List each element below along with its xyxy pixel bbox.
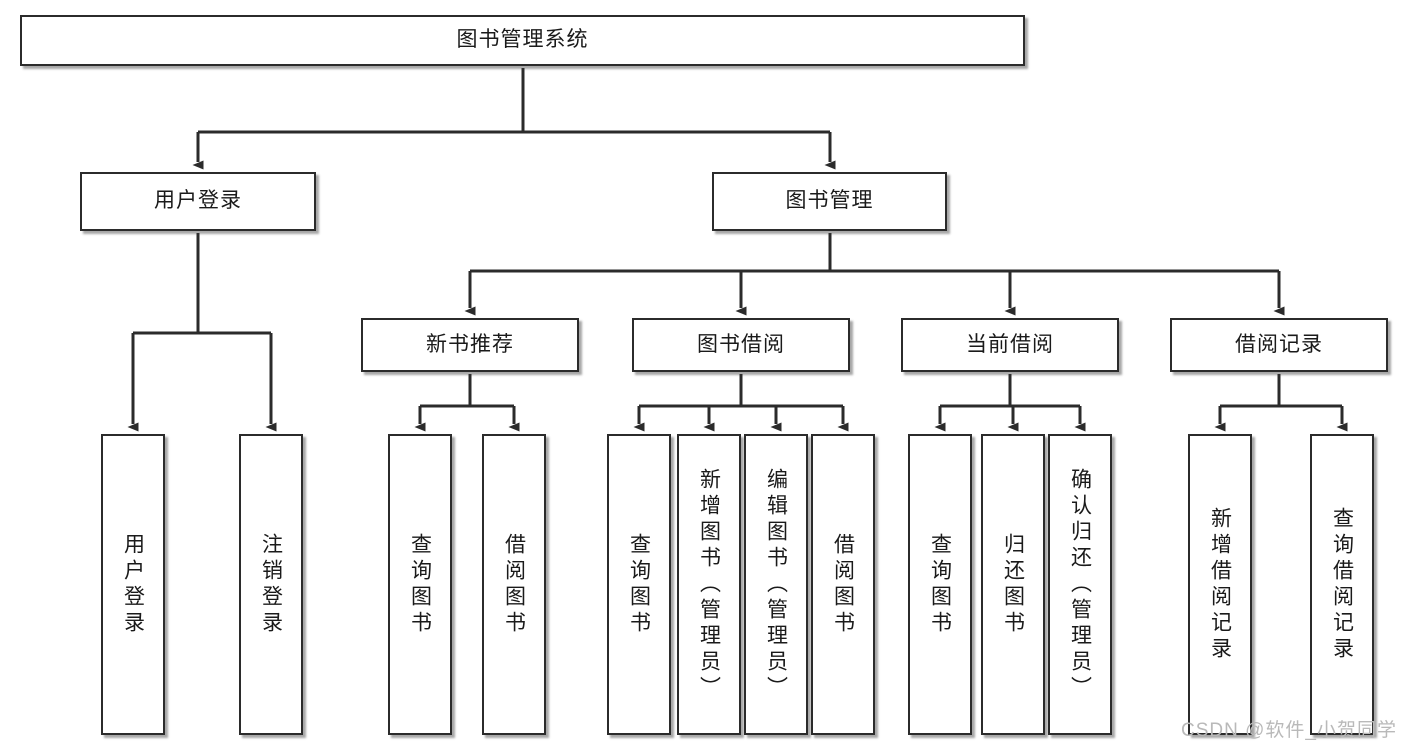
node-leaf-add-book-label: 新增图书（管理员）: [697, 467, 721, 702]
node-leaf-edit-book[interactable]: 编辑图书（管理员）: [744, 434, 808, 735]
node-book-borrow[interactable]: 图书借阅: [632, 318, 850, 372]
node-leaf-query-book-1[interactable]: 查询图书: [388, 434, 452, 735]
node-leaf-query-record-label: 查询借阅记录: [1330, 506, 1354, 663]
node-current-borrow-label: 当前借阅: [966, 332, 1054, 356]
node-root-label: 图书管理系统: [456, 28, 589, 52]
node-leaf-query-book-2[interactable]: 查询图书: [607, 434, 671, 735]
node-user-login[interactable]: 用户登录: [80, 172, 316, 231]
node-leaf-query-book-1-label: 查询图书: [408, 532, 432, 637]
node-leaf-user-login-label: 用户登录: [121, 532, 145, 637]
node-leaf-return-book-label: 归还图书: [1001, 532, 1025, 637]
node-root[interactable]: 图书管理系统: [20, 15, 1025, 66]
node-leaf-user-login[interactable]: 用户登录: [101, 434, 165, 735]
node-leaf-borrow-book-1[interactable]: 借阅图书: [482, 434, 546, 735]
node-current-borrow[interactable]: 当前借阅: [901, 318, 1119, 372]
node-book-borrow-label: 图书借阅: [697, 332, 785, 356]
node-leaf-return-book[interactable]: 归还图书: [981, 434, 1045, 735]
node-leaf-user-logout-label: 注销登录: [259, 532, 283, 637]
node-user-login-label: 用户登录: [154, 189, 242, 213]
node-leaf-add-record-label: 新增借阅记录: [1208, 506, 1232, 663]
node-leaf-add-record[interactable]: 新增借阅记录: [1188, 434, 1252, 735]
node-leaf-borrow-book-2[interactable]: 借阅图书: [811, 434, 875, 735]
node-borrow-record[interactable]: 借阅记录: [1170, 318, 1388, 372]
watermark: CSDN @软件_小贺同学: [1181, 720, 1397, 741]
node-book-manage[interactable]: 图书管理: [712, 172, 947, 231]
node-leaf-query-book-3[interactable]: 查询图书: [908, 434, 972, 735]
node-borrow-record-label: 借阅记录: [1235, 332, 1323, 356]
node-leaf-edit-book-label: 编辑图书（管理员）: [764, 467, 788, 702]
node-leaf-query-book-2-label: 查询图书: [627, 532, 651, 637]
node-leaf-confirm-return[interactable]: 确认归还（管理员）: [1048, 434, 1112, 735]
node-book-manage-label: 图书管理: [785, 189, 874, 213]
node-leaf-query-record[interactable]: 查询借阅记录: [1310, 434, 1374, 735]
node-leaf-borrow-book-1-label: 借阅图书: [502, 532, 526, 637]
node-leaf-add-book[interactable]: 新增图书（管理员）: [677, 434, 741, 735]
node-new-book-rec[interactable]: 新书推荐: [361, 318, 579, 372]
node-new-book-rec-label: 新书推荐: [426, 332, 514, 356]
node-leaf-user-logout[interactable]: 注销登录: [239, 434, 303, 735]
node-leaf-borrow-book-2-label: 借阅图书: [831, 532, 855, 637]
node-leaf-query-book-3-label: 查询图书: [928, 532, 952, 637]
node-leaf-confirm-return-label: 确认归还（管理员）: [1068, 467, 1092, 702]
